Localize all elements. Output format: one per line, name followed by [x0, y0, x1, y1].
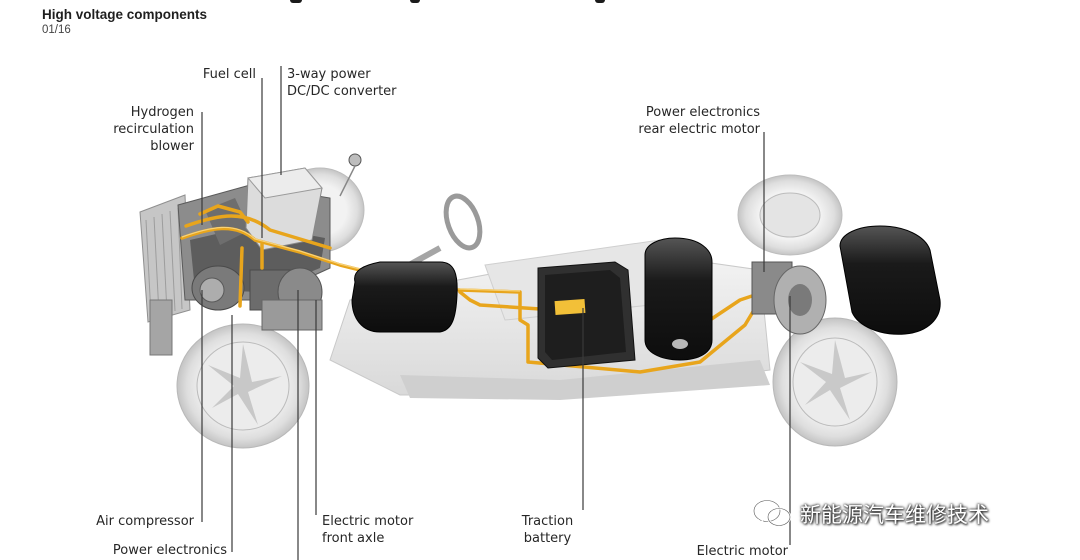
watermark: 新能源汽车维修技术	[752, 497, 989, 531]
front-motor-unit	[149, 299, 323, 356]
label-power-electronics-rear-motor: Power electronics rear electric motor	[638, 105, 760, 137]
hydrogen-tank-rear	[839, 225, 941, 335]
diagram-title: High voltage components	[42, 7, 208, 22]
page-counter: 01/16	[42, 24, 71, 36]
label-air-compressor: Air compressor	[96, 514, 194, 529]
watermark-text: 新能源汽车维修技术	[800, 503, 989, 527]
label-dcdc-converter: 3-way power DC/DC converter	[287, 67, 397, 99]
label-traction-battery: Traction battery	[521, 514, 574, 546]
hv-cable-highlight	[181, 226, 521, 292]
steering-wheel	[398, 193, 483, 273]
dcdc-converter-box	[245, 167, 323, 251]
front-wheel-lower	[176, 323, 310, 449]
wechat-icon	[752, 499, 792, 528]
cropped-heading-bar	[270, 0, 630, 4]
rear-wheel-upper	[737, 174, 843, 256]
rear-wheel-lower	[772, 317, 898, 447]
rear-electric-motor	[751, 261, 827, 335]
label-electric-motor-front-axle: Electric motor front axle	[322, 514, 414, 546]
refuel-receptacle	[339, 153, 362, 197]
label-power-electronics: Power electronics	[112, 543, 227, 558]
label-hydrogen-recirculation-blower: Hydrogen recirculation blower	[113, 105, 194, 154]
label-electric-motor: Electric motor	[696, 544, 788, 559]
leader-lines	[201, 66, 791, 560]
hydrogen-tank-mid	[644, 237, 713, 361]
hydrogen-tank-center	[351, 261, 458, 333]
traction-battery-pack	[537, 261, 636, 369]
label-fuel-cell: Fuel cell	[202, 67, 256, 82]
